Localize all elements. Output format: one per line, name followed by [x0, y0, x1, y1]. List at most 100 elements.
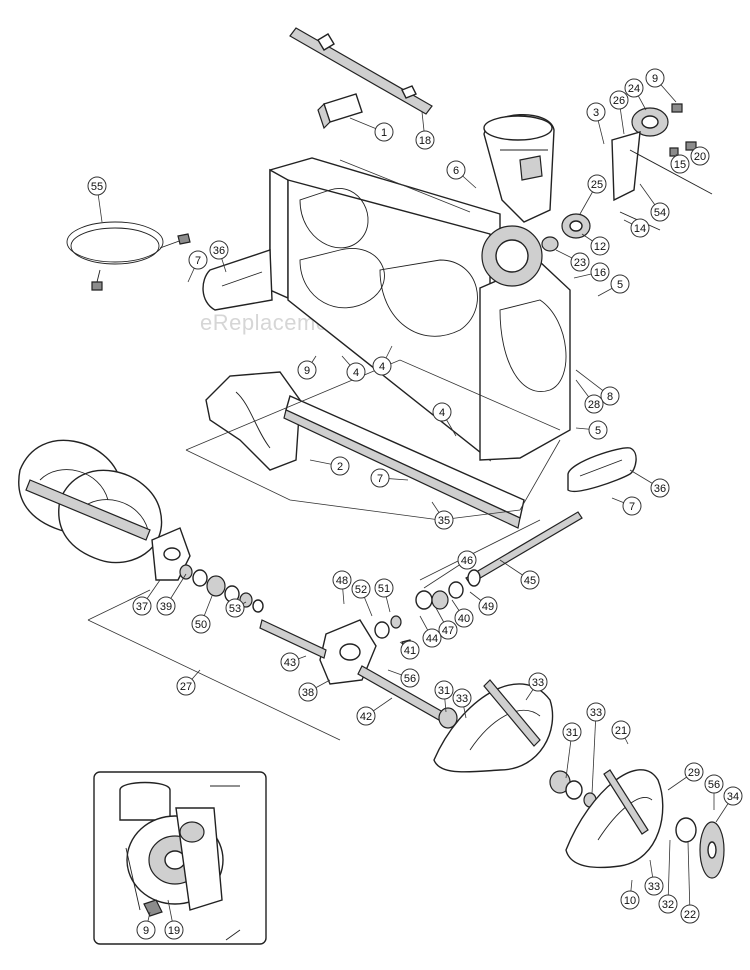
callout-54: 54	[639, 183, 670, 222]
callout-7: 7	[187, 250, 208, 283]
callout-circle	[351, 579, 371, 599]
callout-circle	[586, 102, 606, 122]
callout-35: 35	[431, 501, 454, 530]
callout-circle	[434, 510, 454, 530]
callout-circle	[438, 620, 458, 640]
callout-label: 23	[574, 257, 586, 269]
callout-circle	[400, 668, 420, 688]
callout-circle	[346, 362, 366, 382]
callout-20: 20	[690, 146, 710, 166]
callout-36: 36	[209, 240, 229, 273]
callout-label: 29	[688, 767, 700, 779]
part-bushing-31-right	[549, 770, 597, 808]
callout-circle	[590, 262, 610, 282]
part-skid-36-right	[567, 447, 637, 492]
callout-circle	[690, 146, 710, 166]
callout-45: 45	[499, 559, 540, 590]
callout-label: 21	[615, 725, 627, 737]
callout-26: 26	[609, 90, 629, 135]
callout-33: 33	[586, 702, 606, 795]
callout-label: 20	[694, 151, 706, 163]
callout-label: 52	[355, 584, 367, 596]
callout-label: 4	[353, 367, 359, 379]
callout-circle	[87, 176, 107, 196]
part-auger-far-right	[565, 769, 725, 879]
callout-circle	[136, 920, 156, 940]
callout-circle	[280, 652, 300, 672]
callout-42: 42	[356, 697, 393, 726]
callout-24: 24	[624, 78, 647, 111]
callout-33: 33	[452, 688, 472, 719]
callout-29: 29	[667, 762, 704, 791]
callout-41: 41	[399, 640, 420, 660]
callout-3: 3	[586, 102, 606, 145]
callout-label: 37	[136, 601, 148, 613]
callout-label: 35	[438, 515, 450, 527]
callout-circle	[330, 456, 350, 476]
callout-circle	[645, 68, 665, 88]
part-shaft-18	[289, 27, 433, 115]
callout-circle	[400, 640, 420, 660]
callout-circle	[297, 360, 317, 380]
callout-label: 4	[439, 407, 445, 419]
callout-label: 44	[426, 633, 438, 645]
callout-label: 15	[674, 159, 686, 171]
callout-22: 22	[680, 841, 700, 924]
callout-label: 25	[591, 179, 603, 191]
callout-label: 54	[654, 207, 666, 219]
callout-label: 7	[377, 473, 383, 485]
callout-48: 48	[332, 570, 352, 605]
callout-circle	[432, 402, 452, 422]
callout-19: 19	[164, 899, 184, 940]
callout-27: 27	[176, 669, 201, 696]
callout-label: 56	[708, 779, 720, 791]
callout-6: 6	[446, 160, 477, 189]
callout-circle	[684, 762, 704, 782]
callout-label: 53	[229, 603, 241, 615]
callout-12: 12	[581, 233, 610, 256]
callout-leader	[667, 839, 671, 905]
part-bar-35	[283, 395, 525, 529]
part-bearing-25	[541, 213, 591, 252]
callout-28: 28	[575, 379, 604, 414]
callout-label: 2	[337, 461, 343, 473]
callout-5: 5	[575, 420, 608, 440]
callout-label: 38	[302, 687, 314, 699]
callout-5: 5	[597, 274, 630, 297]
callout-label: 28	[588, 399, 600, 411]
part-shaft-45	[465, 511, 583, 587]
part-shroud-2	[205, 371, 301, 471]
callout-circle	[600, 386, 620, 406]
callout-label: 7	[195, 255, 201, 267]
callout-36: 36	[629, 469, 670, 498]
callout-circle	[225, 598, 245, 618]
callout-7: 7	[611, 496, 642, 516]
part-skid-36-left	[202, 249, 273, 311]
assembly-outlines	[87, 159, 561, 741]
callout-circle	[650, 478, 670, 498]
callout-39: 39	[156, 573, 187, 616]
callout-label: 43	[284, 657, 296, 669]
callout-label: 42	[360, 711, 372, 723]
callout-33: 33	[644, 859, 664, 896]
callout-label: 49	[482, 601, 494, 613]
callout-circle	[374, 578, 394, 598]
callout-circle	[372, 356, 392, 376]
callout-label: 18	[419, 135, 431, 147]
callout-4: 4	[432, 402, 457, 437]
callout-circle	[156, 596, 176, 616]
callout-label: 36	[654, 483, 666, 495]
callout-label: 32	[662, 899, 674, 911]
callout-circle	[562, 722, 582, 742]
callout-circle	[356, 706, 376, 726]
callout-31: 31	[434, 680, 454, 713]
callout-leader	[591, 711, 597, 795]
callout-label: 26	[613, 95, 625, 107]
callout-15: 15	[670, 153, 690, 174]
callout-circle	[188, 250, 208, 270]
callout-circle	[650, 202, 670, 222]
callout-1: 1	[349, 117, 394, 142]
callout-label: 6	[453, 165, 459, 177]
callout-4: 4	[341, 355, 366, 382]
